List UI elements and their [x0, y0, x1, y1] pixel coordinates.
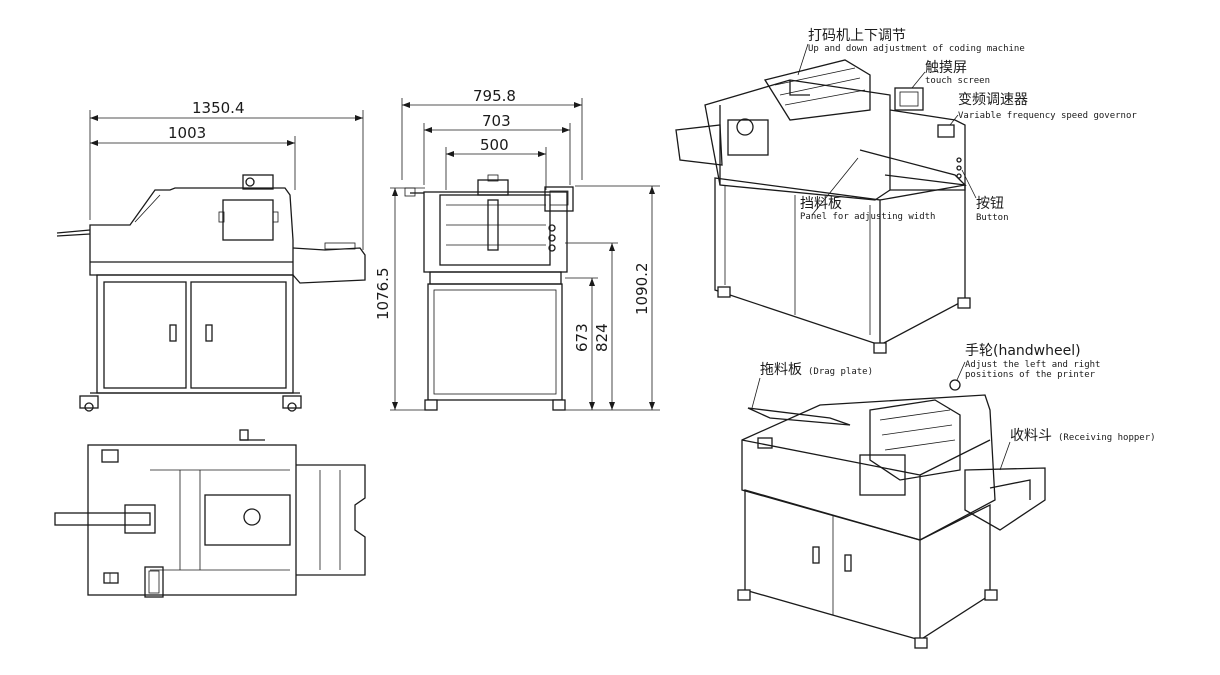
dim-front-height-right: 1090.2 — [633, 263, 651, 316]
callout-drag-plate-en: (Drag plate) — [808, 367, 873, 377]
dim-front-table-height: 673 — [573, 323, 591, 352]
callout-drag-plate-cn: 拖料板 — [760, 362, 802, 378]
callout-hopper-en: (Receiving hopper) — [1058, 433, 1156, 443]
callout-hopper-cn: 收料斗 — [1010, 428, 1052, 444]
dim-front-inner: 500 — [480, 136, 509, 154]
iso-view-lower — [737, 361, 1046, 649]
callout-touch-screen-cn: 触摸屏 — [925, 60, 967, 76]
side-view: 1350.4 1003 — [56, 99, 366, 412]
callout-width-panel-cn: 挡料板 — [800, 196, 842, 212]
callout-handwheel-en-2: positions of the printer — [965, 370, 1096, 380]
callout-coding-adjust-cn: 打码机上下调节 — [808, 27, 906, 44]
dim-side-body: 1003 — [168, 124, 206, 142]
dim-front-height-left: 1076.5 — [374, 268, 392, 321]
iso-view-upper — [675, 43, 977, 354]
callout-touch-screen-en: touch screen — [925, 76, 990, 86]
callout-coding-adjust-en: Up and down adjustment of coding machine — [808, 44, 1025, 54]
dim-side-total: 1350.4 — [192, 99, 245, 117]
callout-width-panel-en: Panel for adjusting width — [800, 212, 935, 222]
callout-button-cn: 按钮 — [976, 196, 1004, 212]
front-view: 795.8 703 500 1076.5 1090.2 824 — [374, 87, 660, 411]
dim-front-mid-height: 824 — [593, 323, 611, 352]
callout-handwheel-cn: 手轮(handwheel) — [965, 343, 1081, 359]
dim-front-mid: 703 — [482, 112, 511, 130]
callout-handwheel-en-1: Adjust the left and right — [965, 360, 1100, 370]
callout-speed-governor-en: Variable frequency speed governor — [958, 111, 1137, 121]
callout-speed-governor-cn: 变频调速器 — [958, 92, 1028, 108]
callout-button-en: Button — [976, 213, 1009, 223]
dim-front-total: 795.8 — [473, 87, 516, 105]
top-view — [54, 429, 366, 598]
callouts: 打码机上下调节 Up and down adjustment of coding… — [760, 27, 1156, 444]
